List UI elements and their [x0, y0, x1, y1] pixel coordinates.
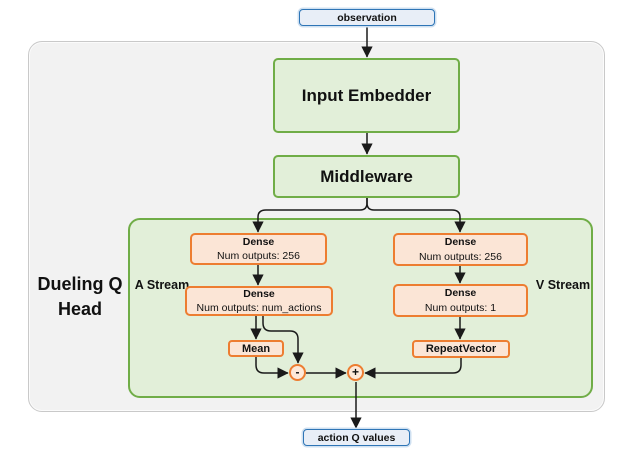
action-q-values-node: action Q values [303, 429, 410, 446]
a-dense2-node: Dense Num outputs: num_actions [185, 286, 333, 316]
v-stream-label: V Stream [535, 278, 591, 292]
v-dense2-title: Dense [444, 287, 477, 300]
repeat-vector-node: RepeatVector [412, 340, 510, 358]
a-dense2-title: Dense [243, 287, 275, 300]
v-dense2-subtitle: Num outputs: 1 [424, 301, 497, 314]
a-dense2-subtitle: Num outputs: num_actions [196, 302, 322, 314]
mean-node: Mean [228, 340, 284, 357]
middleware-node: Middleware [273, 155, 460, 198]
dueling-q-head-label: Dueling Q Head [37, 274, 123, 320]
a-stream-label: A Stream [134, 278, 190, 292]
a-dense1-subtitle: Num outputs: 256 [217, 250, 300, 262]
v-dense2-node: Dense Num outputs: 1 [393, 284, 528, 317]
observation-node: observation [299, 9, 435, 26]
v-dense1-title: Dense [444, 236, 477, 249]
v-dense1-node: Dense Num outputs: 256 [393, 233, 528, 266]
v-dense1-subtitle: Num outputs: 256 [419, 250, 502, 263]
add-operator-node: + [347, 364, 364, 381]
a-dense1-title: Dense [242, 235, 275, 248]
subtract-operator-node: - [289, 364, 306, 381]
input-embedder-node: Input Embedder [273, 58, 460, 133]
a-dense1-node: Dense Num outputs: 256 [190, 233, 327, 265]
